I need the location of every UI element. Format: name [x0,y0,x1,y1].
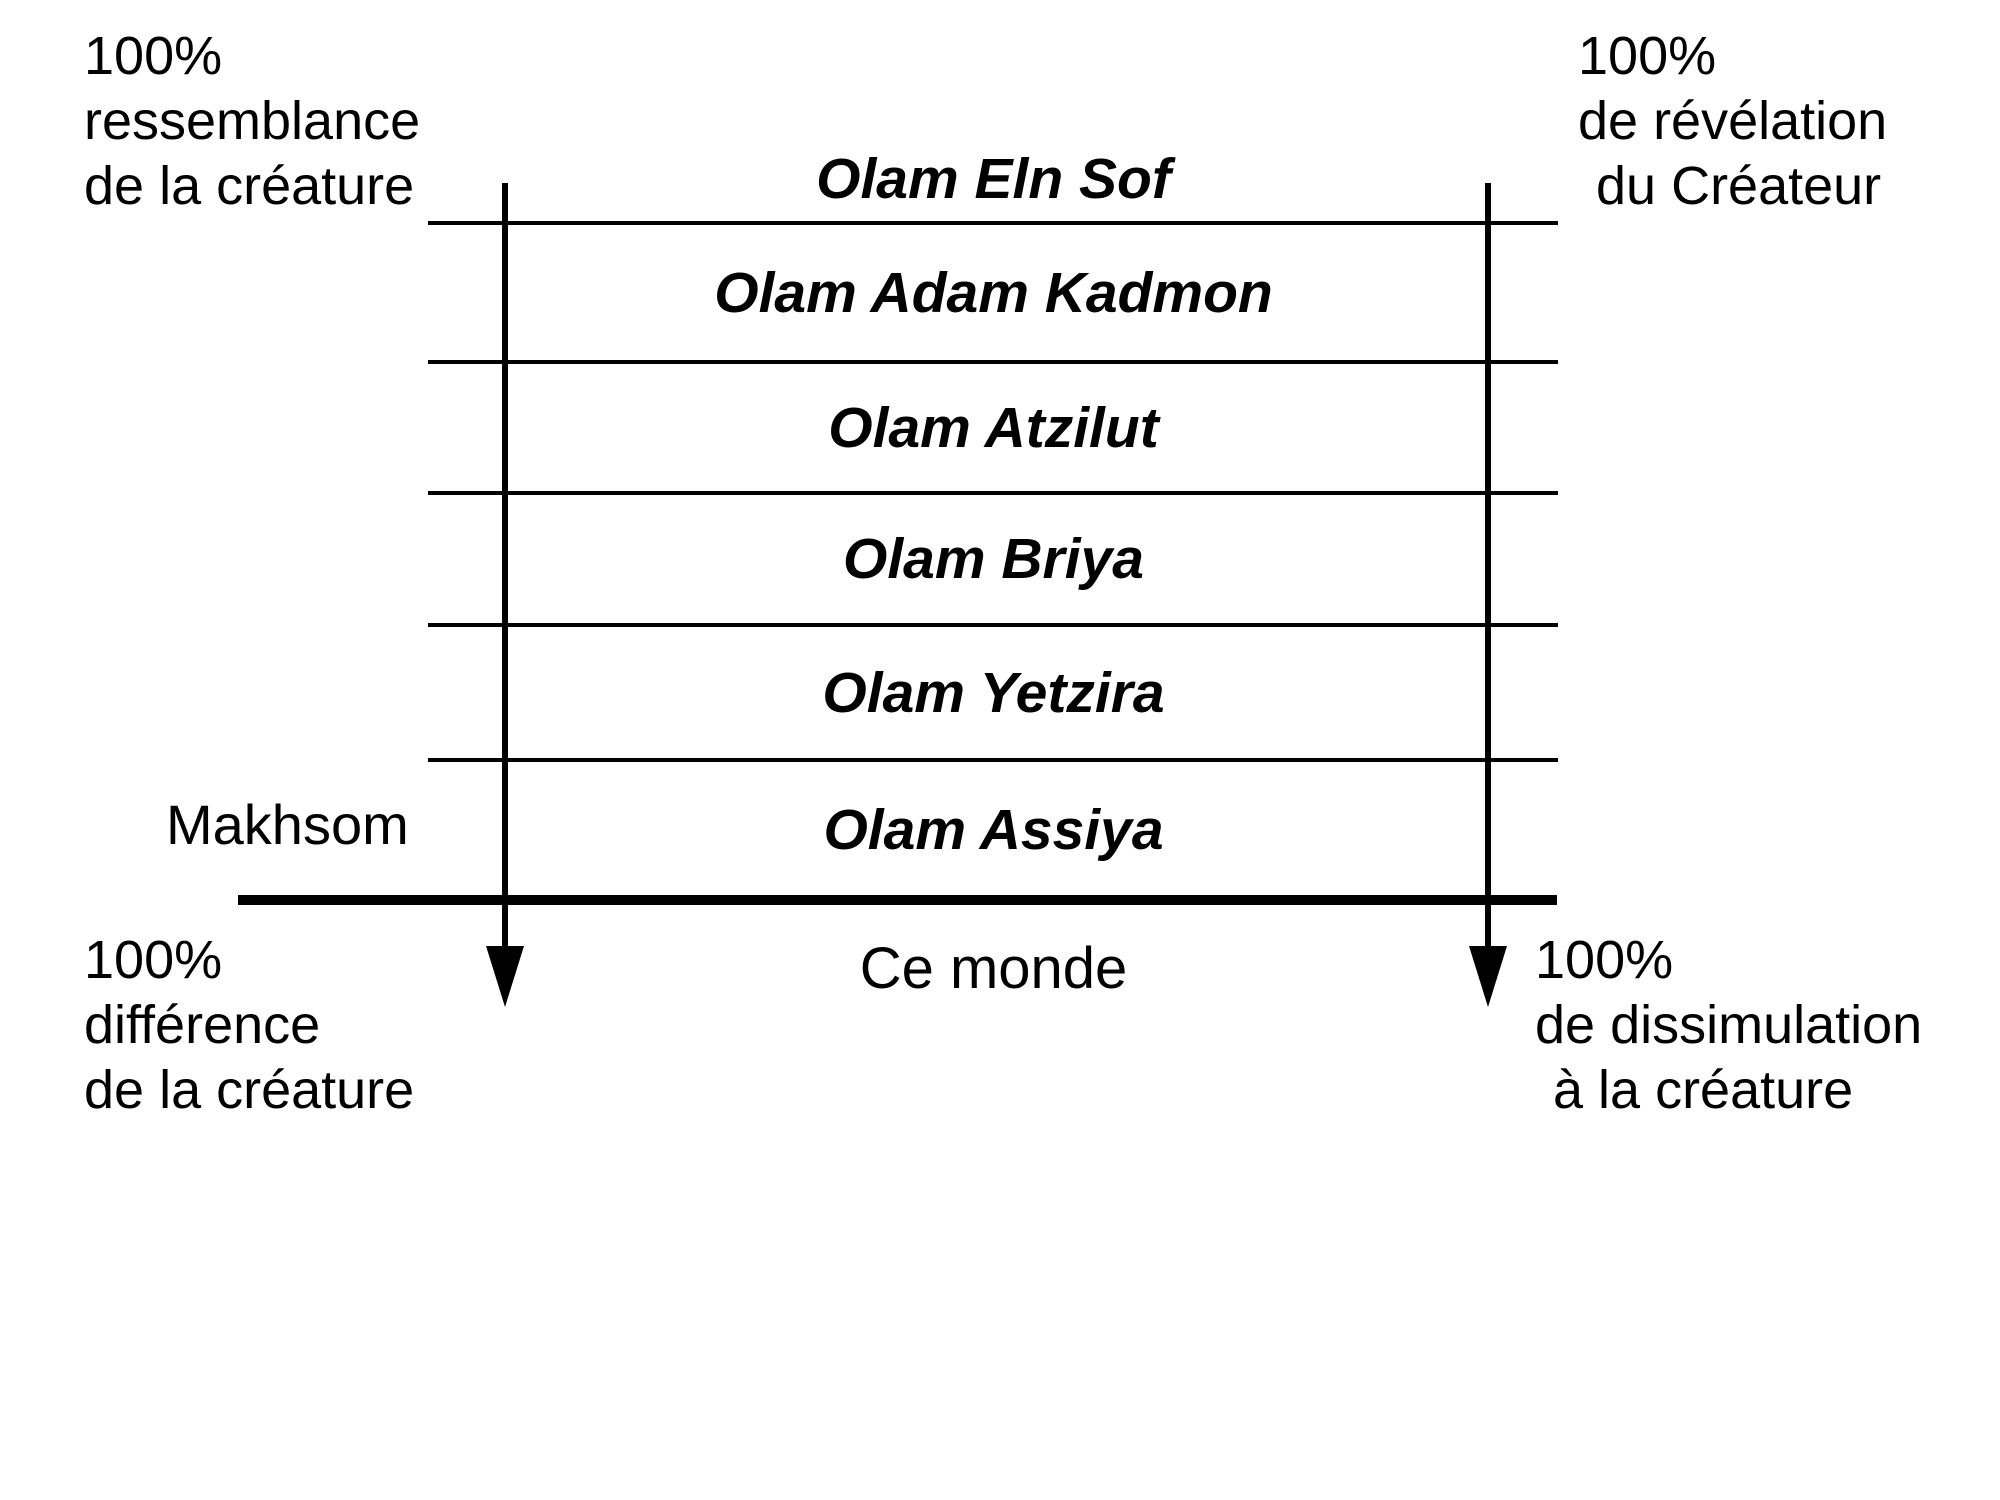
world-band-label: Olam Assiya [823,798,1164,862]
world-band-adam-kadmon: Olam Adam Kadmon [430,223,1557,362]
bottom-left-label-line1: 100% [84,930,223,990]
world-band-label: Olam Briya [843,527,1144,591]
top-right-label-line2: de révélation [1578,91,1888,151]
world-band-label: Olam Atzilut [828,395,1159,460]
right-arrow-head-icon [1469,946,1507,1007]
bottom-right-label-line1: 100% [1535,930,1674,990]
this-world-label: Ce monde [859,936,1128,1001]
world-band-label: Olam Yetzira [822,660,1165,725]
world-band-assiya: Olam Assiya [430,760,1557,900]
bottom-right-label-line3: à la créature [1553,1060,1854,1120]
bottom-left-label-line3: de la créature [84,1060,415,1120]
world-band-eln-sof: Olam Eln Sof [430,134,1557,223]
bottom-right-label: 100% de dissimulation à la créature [1535,928,1922,1123]
top-left-label-line1: 100% [84,26,223,86]
makhsom-label: Makhsom [166,793,409,856]
top-left-label-line3: de la créature [84,156,415,216]
top-left-label: 100% ressemblance de la créature [84,24,420,219]
top-right-label-line3: du Créateur [1596,156,1882,216]
top-left-label-line2: ressemblance [84,91,421,151]
top-right-label-line1: 100% [1578,26,1717,86]
world-band-briya: Olam Briya [430,493,1557,625]
world-band-label: Olam Eln Sof [816,146,1171,211]
bottom-left-label-line2: différence [84,995,321,1055]
world-band-yetzira: Olam Yetzira [430,625,1557,760]
top-right-label: 100% de révélation du Créateur [1578,24,1887,219]
world-band-atzilut: Olam Atzilut [430,362,1557,493]
bottom-left-label: 100% différence de la créature [84,928,414,1123]
left-arrow-head-icon [486,946,524,1007]
bottom-right-label-line2: de dissimulation [1535,995,1923,1055]
world-band-label: Olam Adam Kadmon [714,260,1273,325]
